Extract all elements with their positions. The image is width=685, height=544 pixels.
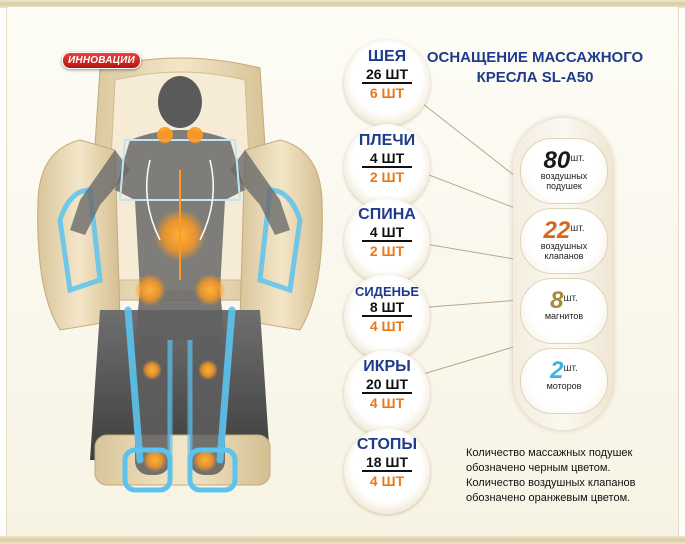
valves-count: 4 ШТ	[369, 395, 405, 411]
part-name: ШЕЯ	[367, 48, 407, 65]
part-name: СТОПЫ	[356, 436, 418, 453]
valves-count: 2 ШТ	[369, 243, 405, 259]
stat-unit: шт.	[570, 153, 585, 164]
part-name: ИКРЫ	[363, 358, 411, 375]
valves-count: 4 ШТ	[369, 318, 405, 334]
cushions-count: 8 ШТ	[362, 299, 412, 317]
stat-desc-2: подушек	[546, 181, 582, 191]
stat-value: 8	[550, 287, 564, 314]
stat-unit: шт.	[563, 293, 578, 304]
stat-value: 80	[543, 147, 571, 174]
stat-desc-1: моторов	[546, 381, 582, 391]
part-name: СИДЕНЬЕ	[354, 284, 420, 299]
valves-count: 2 ШТ	[369, 169, 405, 185]
massage-chair-illustration	[37, 57, 323, 493]
part-feet: СТОПЫ 18 ШТ 4 ШТ	[344, 428, 430, 514]
stat-air-cushions: 80шт. воздушных подушек	[520, 138, 608, 204]
part-circle	[344, 274, 430, 360]
stat-unit: шт.	[570, 223, 585, 234]
stat-desc-1: воздушных	[540, 241, 588, 251]
part-seat: СИДЕНЬЕ 8 ШТ 4 ШТ	[344, 274, 430, 360]
stat-unit: шт.	[563, 363, 578, 374]
stat-motors: 2шт. моторов	[520, 348, 608, 414]
note-line-1: Количество массажных подушек	[466, 447, 633, 459]
title-line-2: КРЕСЛА SL-A50	[476, 69, 594, 86]
title-line-1: ОСНАЩЕНИЕ МАССАЖНОГО	[426, 49, 644, 66]
top-roll	[0, 0, 685, 8]
innovation-badge: ИННОВАЦИИ	[62, 52, 141, 69]
note-line-2: обозначено черным цветом.	[466, 462, 611, 474]
bottom-roll	[0, 536, 685, 544]
stat-desc-2: клапанов	[544, 251, 584, 261]
part-back: СПИНА 4 ШТ 2 ШТ	[344, 198, 430, 284]
cushions-count: 20 ШТ	[362, 376, 412, 394]
part-name: СПИНА	[358, 206, 416, 223]
cushions-count: 4 ШТ	[362, 224, 412, 242]
stat-magnets: 8шт. магнитов	[520, 278, 608, 344]
stat-value: 22	[543, 217, 571, 244]
valves-count: 4 ШТ	[369, 473, 405, 489]
cushions-count: 18 ШТ	[362, 454, 412, 472]
stat-air-valves: 22шт. воздушных клапанов	[520, 208, 608, 274]
stat-desc-1: воздушных	[540, 171, 588, 181]
note-line-4: обозначено оранжевым цветом.	[466, 492, 631, 504]
part-calves: ИКРЫ 20 ШТ 4 ШТ	[344, 350, 430, 436]
stat-desc-1: магнитов	[544, 311, 584, 321]
valves-count: 6 ШТ	[369, 85, 405, 101]
legend-note: Количество массажных подушек обозначено …	[466, 446, 666, 506]
part-name: ПЛЕЧИ	[358, 132, 416, 149]
note-line-3: Количество воздушных клапанов	[466, 477, 636, 489]
poster-title: ОСНАЩЕНИЕ МАССАЖНОГО КРЕСЛА SL-A50	[410, 48, 660, 88]
cushions-count: 4 ШТ	[362, 150, 412, 168]
stat-value: 2	[550, 357, 564, 384]
part-shoulders: ПЛЕЧИ 4 ШТ 2 ШТ	[344, 124, 430, 210]
part-neck: ШЕЯ 26 ШТ 6 ШТ	[344, 40, 430, 126]
cushions-count: 26 ШТ	[362, 66, 412, 84]
